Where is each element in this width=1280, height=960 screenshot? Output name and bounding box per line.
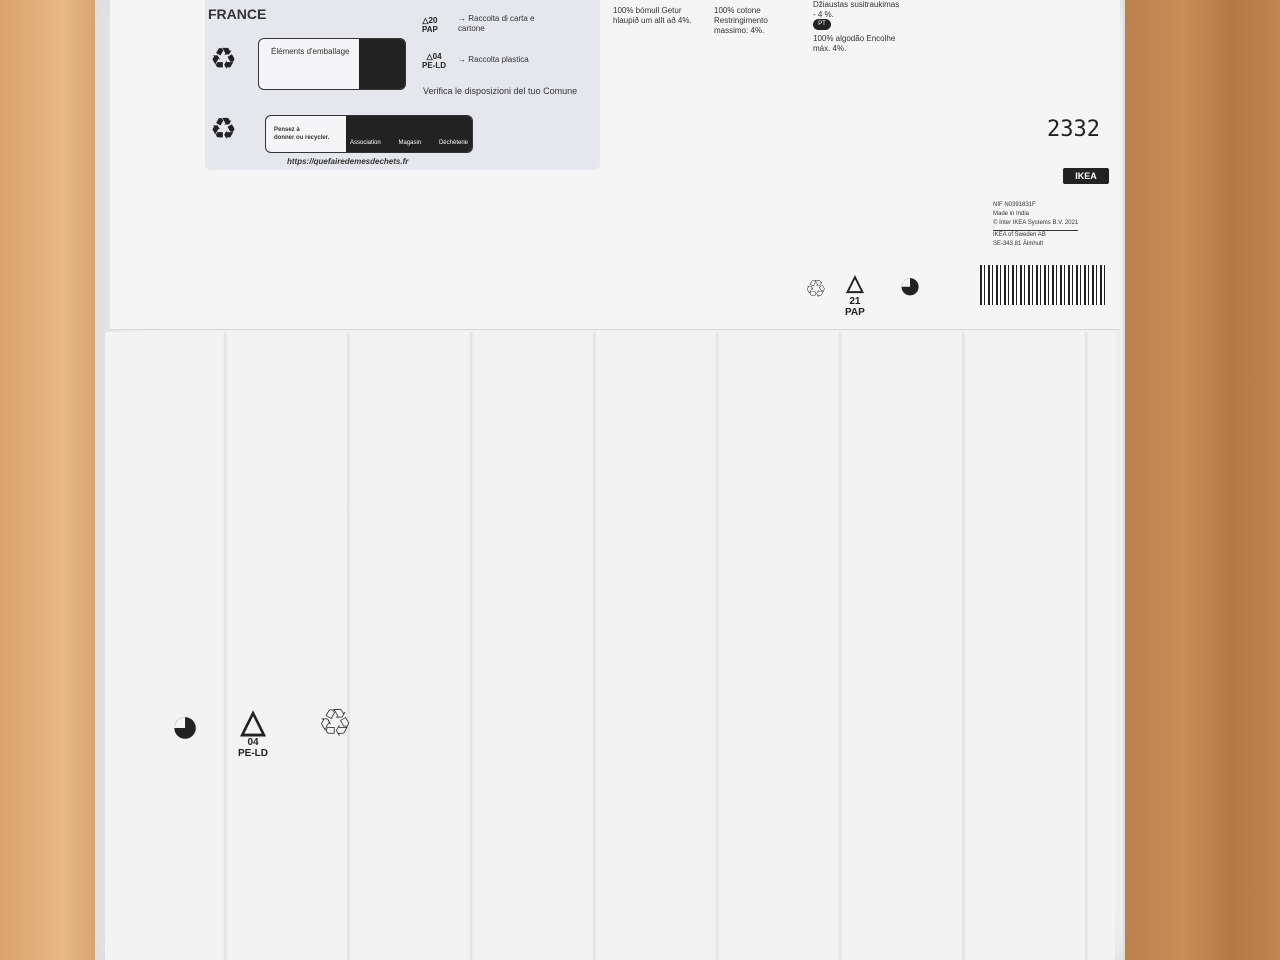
option-decheterie: Déchèterie bbox=[438, 140, 468, 146]
triman-icon: ♻ bbox=[210, 43, 237, 76]
curtain-fabric bbox=[105, 332, 1115, 960]
green-dot-icon: ◕ bbox=[898, 263, 923, 307]
packaging-box: Éléments d'emballage bbox=[258, 38, 406, 90]
article-number: 2332 bbox=[1047, 117, 1100, 142]
website-text: https://quefairedemesdechets.fr bbox=[287, 157, 409, 166]
bin-icon bbox=[359, 39, 405, 89]
recycle-icon: ♲ bbox=[805, 276, 827, 303]
donate-text: Pensez à bbox=[274, 127, 300, 133]
green-dot-icon: ◕ bbox=[170, 697, 201, 753]
is-care-text: 100% bómull Getur hlaupið um allt að 4%. bbox=[613, 6, 692, 25]
comune-note: Verifica le disposizioni del tuo Comune bbox=[423, 86, 578, 96]
packaging-text: Éléments d'emballage bbox=[271, 47, 350, 56]
pt-care-text: 100% algodão Encolhe máx. 4%. bbox=[813, 34, 896, 53]
donate-text: donner ou recycler. bbox=[274, 135, 330, 141]
recycle-icon: ♲ bbox=[318, 703, 353, 745]
option-magasin: Magasin bbox=[398, 140, 422, 146]
wooden-floor bbox=[1120, 0, 1280, 960]
triman-icon: ♻ bbox=[210, 113, 237, 146]
it-care-text: 100% cotone Restringimento massimo: 4%. bbox=[714, 6, 768, 35]
paper-text: → Raccolta di carta e cartone bbox=[458, 14, 535, 33]
barcode bbox=[980, 265, 1106, 305]
pt-badge: PT bbox=[813, 19, 831, 30]
option-association: Association bbox=[350, 140, 381, 146]
plastic-text: → Raccolta plastica bbox=[458, 55, 529, 64]
ikea-logo: IKEA bbox=[1063, 168, 1109, 184]
country-heading: FRANCE bbox=[208, 6, 267, 22]
lt-care-text: Džiaustas susitraukimas - 4 %. bbox=[813, 0, 900, 19]
